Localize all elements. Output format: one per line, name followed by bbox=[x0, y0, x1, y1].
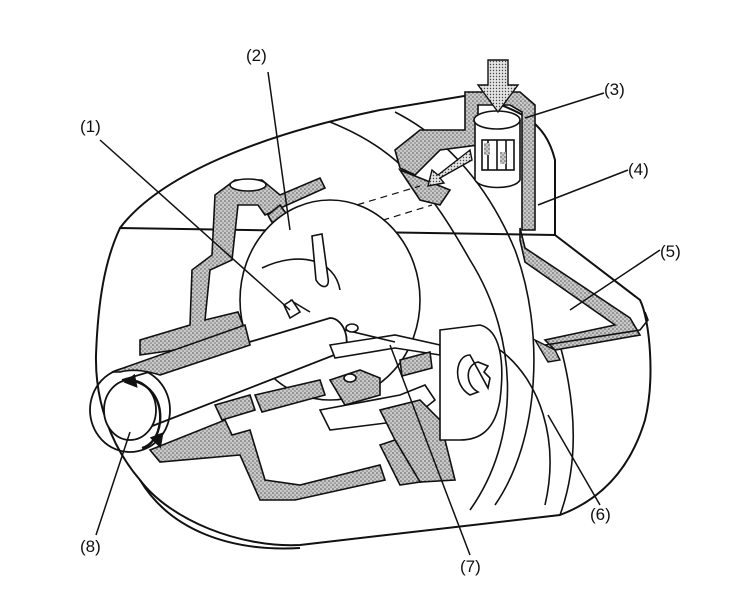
label-1: (1) bbox=[80, 117, 101, 136]
oil-inlet-arrow bbox=[427, 59, 520, 187]
leader-3 bbox=[524, 92, 605, 119]
top-cut-section bbox=[394, 91, 536, 231]
label-8: (8) bbox=[80, 537, 101, 556]
rotation-arrow bbox=[123, 373, 164, 450]
leader-6 bbox=[547, 414, 601, 506]
leader-5 bbox=[569, 249, 661, 311]
side-window bbox=[439, 324, 503, 441]
leader-4 bbox=[537, 169, 629, 206]
leader-8 bbox=[95, 431, 131, 536]
label-3: (3) bbox=[604, 80, 625, 99]
label-5: (5) bbox=[660, 242, 681, 261]
label-7: (7) bbox=[460, 557, 481, 576]
label-2: (2) bbox=[246, 46, 267, 65]
oil-chamber-section bbox=[519, 227, 649, 363]
label-4: (4) bbox=[628, 160, 649, 179]
check-valve bbox=[473, 110, 521, 189]
leader-lines bbox=[95, 71, 661, 556]
leader-2 bbox=[267, 71, 291, 231]
piston-assembly bbox=[318, 323, 457, 486]
shaft-housing-section bbox=[111, 323, 387, 501]
leader-7 bbox=[389, 344, 471, 556]
leader-1 bbox=[99, 139, 291, 311]
label-6: (6) bbox=[590, 505, 611, 524]
